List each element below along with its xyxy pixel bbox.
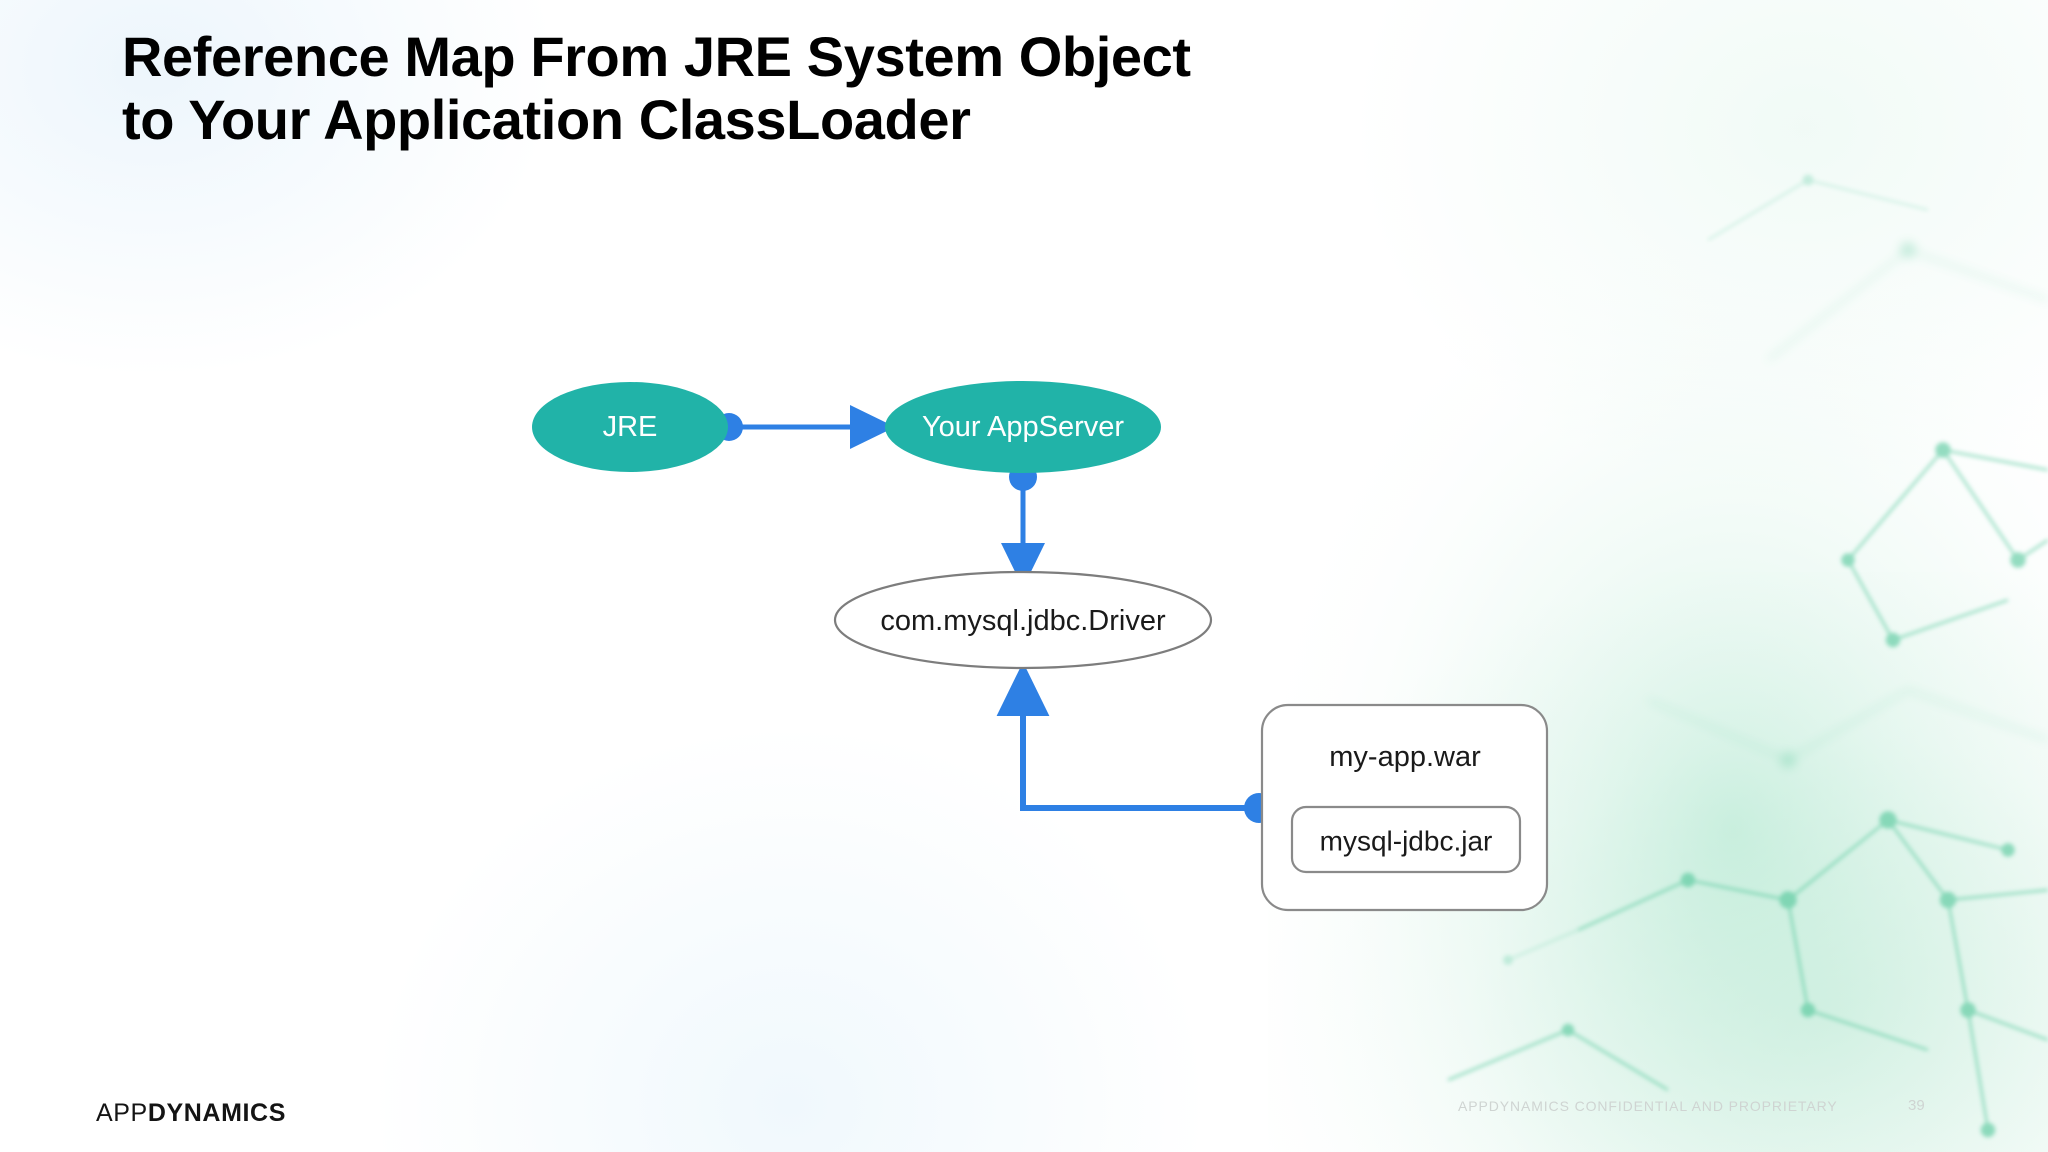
node-mysql-jdbc-jar-shape[interactable] xyxy=(1290,805,1522,874)
edge-appserver-to-driver xyxy=(1001,463,1045,588)
logo-text-light: APP xyxy=(96,1099,148,1127)
node-jre[interactable]: JRE xyxy=(532,382,728,472)
edge-war-to-driver-line xyxy=(996,662,1246,811)
node-appserver-label: Your AppServer xyxy=(922,411,1124,443)
appdynamics-logo: APPDYNAMICS xyxy=(96,1099,286,1128)
node-appserver[interactable]: Your AppServer xyxy=(885,381,1161,473)
edge-war-to-driver xyxy=(996,662,1274,823)
node-jre-shape[interactable] xyxy=(532,382,728,472)
node-appserver-shape[interactable] xyxy=(885,381,1161,473)
node-driver-shape[interactable] xyxy=(833,570,1213,670)
footer-page-number: 39 xyxy=(1908,1097,1925,1114)
page-title: Reference Map From JRE System Object to … xyxy=(122,25,1191,151)
node-my-app-war-label: my-app.war xyxy=(1329,741,1481,773)
edge-jre-to-appserver xyxy=(715,405,895,449)
node-my-app-war[interactable]: my-app.war mysql-jdbc.jar xyxy=(1260,703,1549,912)
footer-confidentiality-notice: APPDYNAMICS CONFIDENTIAL AND PROPRIETARY xyxy=(1458,1098,1838,1114)
node-driver[interactable]: com.mysql.jdbc.Driver xyxy=(833,570,1213,670)
node-mysql-jdbc-jar-label: mysql-jdbc.jar xyxy=(1320,826,1493,857)
node-driver-label: com.mysql.jdbc.Driver xyxy=(880,605,1166,637)
logo-text-bold: DYNAMICS xyxy=(147,1099,286,1127)
node-mysql-jdbc-jar[interactable]: mysql-jdbc.jar xyxy=(1290,805,1522,874)
node-jre-label: JRE xyxy=(603,411,658,443)
